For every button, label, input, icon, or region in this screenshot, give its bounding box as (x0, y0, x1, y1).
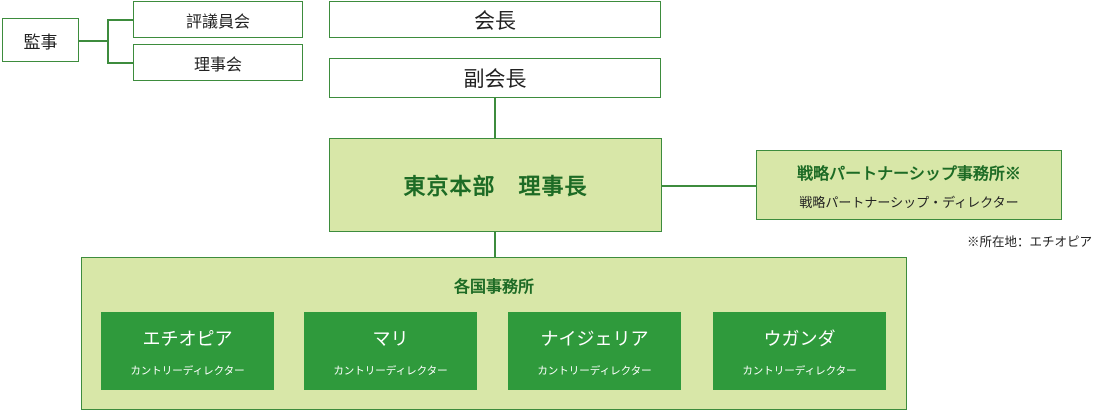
vice-president-box: 副会長 (329, 58, 661, 98)
board-label: 理事会 (193, 54, 242, 74)
strategic-office-box: 戦略パートナーシップ事務所※ 戦略パートナーシップ・ディレクター (756, 150, 1062, 220)
country-offices-title: 各国事務所 (453, 277, 534, 296)
connector-hq-to-offices (494, 232, 496, 257)
tokyo-hq-box: 東京本部 理事長 (329, 138, 662, 232)
country-box-nigeria: ナイジェリア カントリーディレクター (508, 312, 681, 390)
country-name: ナイジェリア (540, 328, 649, 350)
auditor-box: 監事 (2, 18, 79, 62)
connector-auditor-branch (79, 40, 108, 42)
country-role: カントリーディレクター (130, 364, 245, 377)
country-role: カントリーディレクター (742, 364, 857, 377)
connector-vertical-branch (107, 19, 109, 63)
country-name: マリ (372, 328, 409, 350)
councillors-label: 評議員会 (185, 11, 250, 31)
country-role: カントリーディレクター (537, 364, 652, 377)
country-box-ethiopia: エチオピア カントリーディレクター (101, 312, 274, 390)
auditor-label: 監事 (23, 32, 58, 53)
connector-vice-to-hq (494, 98, 496, 138)
strategic-office-title: 戦略パートナーシップ事務所※ (797, 163, 1021, 183)
country-name: エチオピア (142, 328, 233, 350)
location-note: ※所在地：エチオピア (966, 234, 1092, 249)
vice-president-label: 副会長 (463, 67, 527, 91)
country-role: カントリーディレクター (333, 364, 448, 377)
connector-hq-to-strategy (662, 185, 756, 187)
connector-to-board (107, 62, 133, 64)
country-name: ウガンダ (763, 328, 836, 350)
country-box-uganda: ウガンダ カントリーディレクター (713, 312, 886, 390)
president-box: 会長 (329, 1, 661, 38)
president-label: 会長 (474, 8, 516, 33)
councillors-box: 評議員会 (133, 1, 303, 38)
board-box: 理事会 (133, 44, 303, 81)
country-box-mali: マリ カントリーディレクター (304, 312, 477, 390)
strategic-office-role: 戦略パートナーシップ・ディレクター (799, 195, 1019, 211)
tokyo-hq-label: 東京本部 理事長 (403, 174, 588, 200)
connector-to-councillors (107, 19, 133, 21)
